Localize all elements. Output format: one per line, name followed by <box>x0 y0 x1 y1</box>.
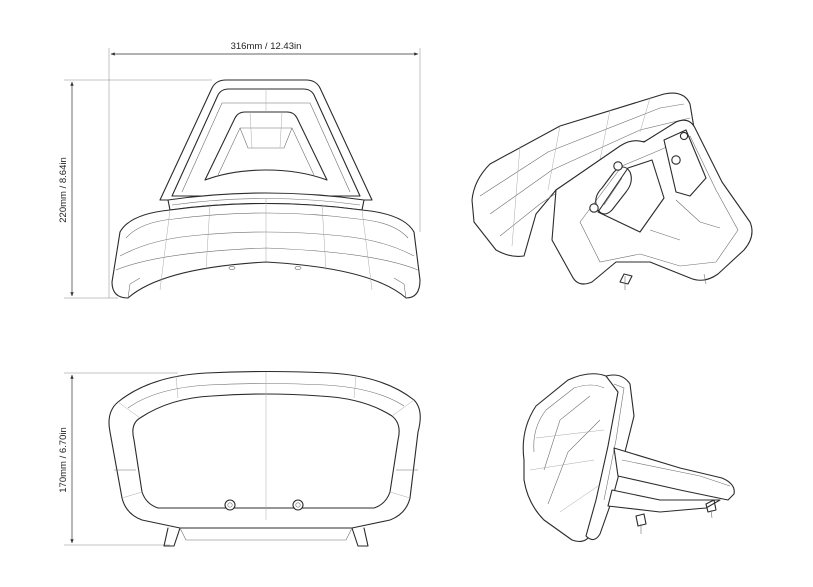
height-bottom-dimension-label: 170mm / 6.70in <box>58 427 69 492</box>
windscreen-front-view-icon <box>111 79 421 299</box>
height-dimension-bottom: 170mm / 6.70in <box>58 372 178 546</box>
windscreen-side-view-icon <box>522 373 735 543</box>
width-dimension-label: 316mm / 12.43in <box>231 41 302 52</box>
width-dimension: 316mm / 12.43in <box>108 41 421 298</box>
windscreen-top-view-icon <box>108 370 421 547</box>
windscreen-isometric-view-icon <box>471 92 753 290</box>
height-top-dimension-label: 220mm / 8.64in <box>58 157 69 222</box>
height-dimension-top: 220mm / 8.64in <box>58 79 212 299</box>
